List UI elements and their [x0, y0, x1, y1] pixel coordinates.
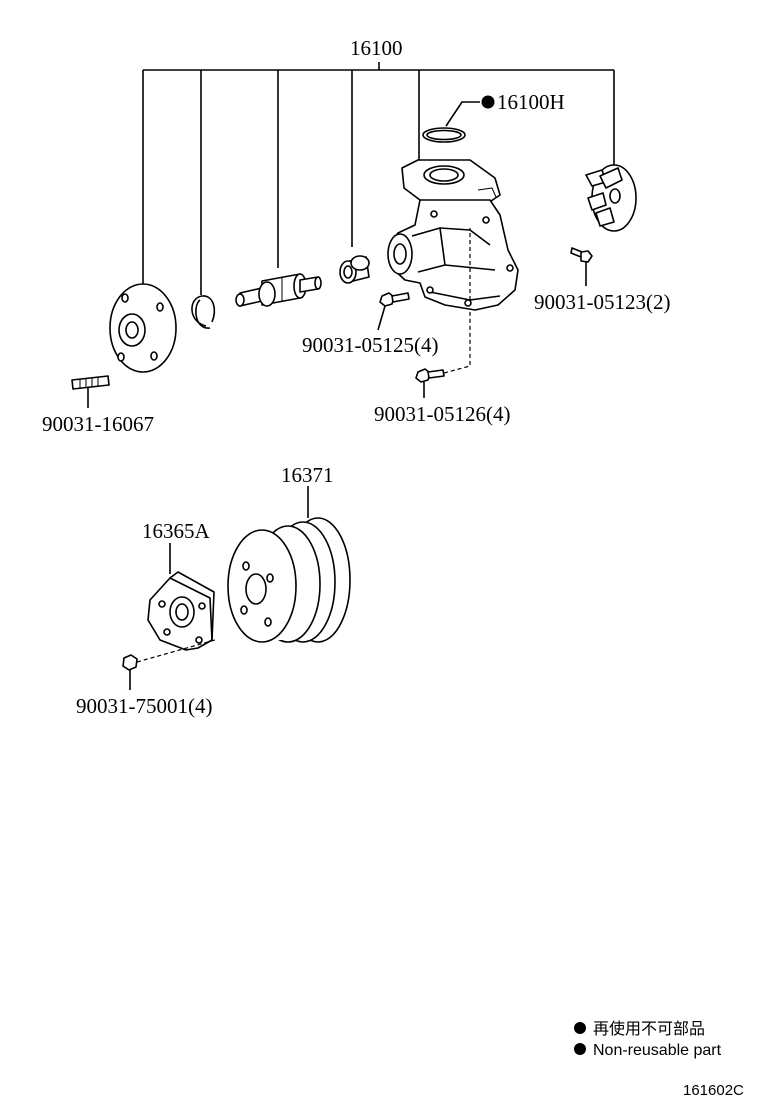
part-label-90031-75001[interactable]: 90031-75001(4) [76, 694, 212, 718]
impeller[interactable] [585, 164, 637, 232]
legend-dot-en [574, 1043, 586, 1055]
part-label-90031-05126[interactable]: 90031-05126(4) [374, 402, 510, 426]
bolt-05123[interactable] [570, 247, 593, 263]
legend-text-en: Non-reusable part [593, 1042, 722, 1059]
pulley-seat-plate[interactable] [147, 571, 215, 651]
bolt-05126[interactable] [415, 368, 445, 383]
assembly-bracket-16100 [142, 62, 615, 295]
legend-dot-jp [574, 1022, 586, 1034]
stud-bolt-16067[interactable] [71, 375, 110, 390]
diagram-code: 161602C [683, 1082, 744, 1099]
snap-ring[interactable] [191, 295, 216, 329]
fan-pulley[interactable] [227, 517, 351, 643]
nut-75001[interactable] [122, 654, 138, 671]
legend: 再使用不可部品 Non-reusable part [574, 1020, 722, 1059]
part-label-16365A[interactable]: 16365A [142, 519, 211, 543]
bolt-05125[interactable] [379, 292, 410, 307]
part-label-16100H[interactable]: 16100H [497, 90, 565, 114]
part-label-16100[interactable]: 16100 [350, 36, 403, 60]
part-label-90031-05125[interactable]: 90031-05125(4) [302, 333, 438, 357]
gasket-o-ring[interactable] [422, 127, 466, 143]
part-label-16371[interactable]: 16371 [281, 463, 334, 487]
non-reusable-mark-16100H [481, 95, 495, 109]
bearing-shaft[interactable] [235, 273, 322, 307]
water-seal[interactable] [339, 255, 370, 284]
part-label-90031-05123[interactable]: 90031-05123(2) [534, 290, 670, 314]
pump-hub-flange[interactable] [109, 283, 177, 373]
part-label-90031-16067[interactable]: 90031-16067 [42, 412, 154, 436]
legend-text-jp: 再使用不可部品 [593, 1020, 705, 1038]
water-pump-body[interactable] [387, 159, 519, 311]
